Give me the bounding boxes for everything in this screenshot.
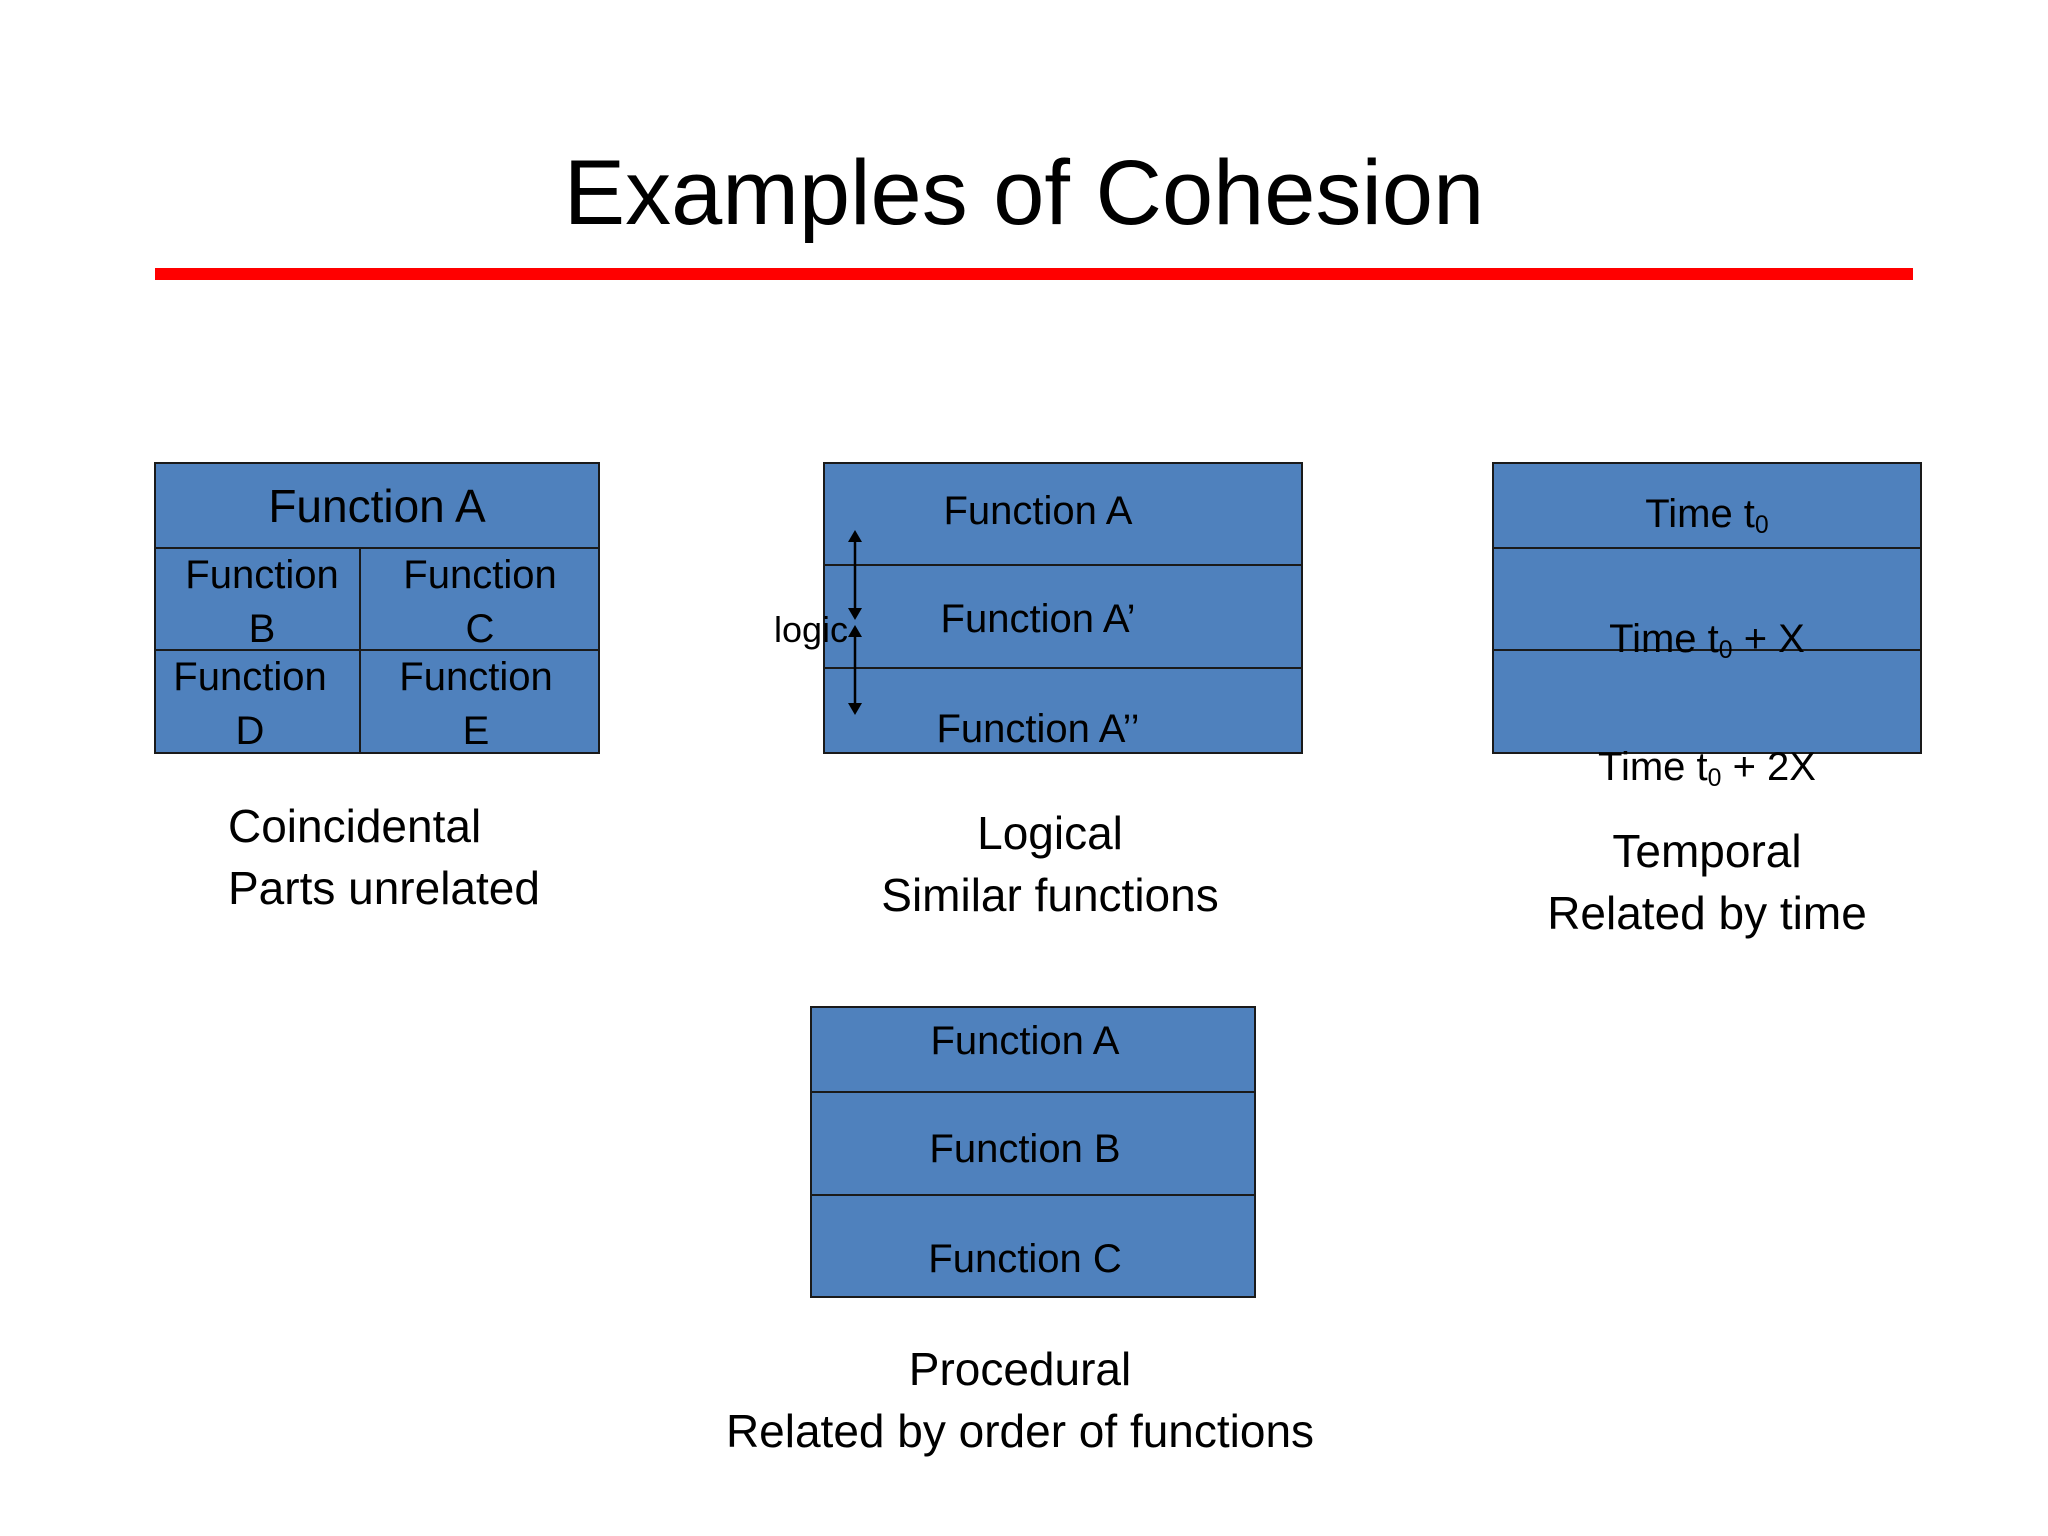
- caption-title: Coincidental: [228, 800, 482, 852]
- logic-arrows: [848, 530, 862, 715]
- temporal-time-t0-plus-x: Time t0 + X: [1492, 612, 1922, 666]
- logical-diagram: Function A Function A’ Function A’’: [823, 462, 1303, 754]
- logical-divider-1: [823, 564, 1303, 566]
- coincidental-caption: Coincidental Parts unrelated: [228, 795, 648, 919]
- title-underline: [155, 268, 1913, 280]
- temporal-box: [1492, 462, 1922, 754]
- logical-caption: Logical Similar functions: [840, 802, 1260, 926]
- coincidental-divider-v: [359, 548, 361, 754]
- coincidental-function-e: Function E: [366, 650, 586, 758]
- time-offset: + X: [1732, 617, 1805, 661]
- procedural-function-a: Function A: [930, 1019, 1120, 1063]
- cell-line: Function: [185, 553, 339, 597]
- time-subscript: 0: [1707, 765, 1722, 793]
- coincidental-box: [154, 462, 600, 754]
- logical-box: [823, 462, 1303, 754]
- coincidental-function-c: Function C: [370, 548, 590, 656]
- procedural-box: [810, 1006, 1256, 1298]
- coincidental-divider-2: [154, 649, 600, 651]
- procedural-function-b: Function B: [929, 1127, 1121, 1171]
- time-text: Time t: [1645, 492, 1755, 536]
- cell-line: D: [235, 709, 265, 753]
- caption-title: Temporal: [1612, 825, 1802, 877]
- temporal-divider-1: [1492, 547, 1922, 549]
- cell-line: B: [248, 607, 276, 651]
- procedural-divider-2: [810, 1194, 1256, 1196]
- time-offset: + 2X: [1721, 745, 1816, 789]
- temporal-divider-2: [1492, 649, 1922, 651]
- coincidental-function-b: Function B: [154, 548, 370, 656]
- logical-function-a: Function A: [943, 489, 1133, 533]
- time-text: Time t: [1609, 617, 1719, 661]
- cell-line: C: [465, 607, 495, 651]
- temporal-caption: Temporal Related by time: [1492, 820, 1922, 944]
- logical-function-a-double-prime: Function A’’: [936, 707, 1140, 751]
- procedural-caption: Procedural Related by order of functions: [620, 1338, 1420, 1462]
- temporal-time-t0-plus-2x: Time t0 + 2X: [1492, 740, 1922, 794]
- cell-line: Function: [403, 553, 557, 597]
- caption-subtitle: Related by order of functions: [725, 1405, 1315, 1457]
- temporal-time-t0: Time t0: [1492, 487, 1922, 541]
- logical-divider-2: [823, 667, 1303, 669]
- procedural-diagram: Function A Function B Function C: [810, 1006, 1256, 1298]
- procedural-function-c: Function C: [928, 1237, 1122, 1281]
- slide-title: Examples of Cohesion: [563, 142, 1485, 244]
- coincidental-function-d: Function D: [154, 650, 346, 758]
- time-subscript: 0: [1754, 512, 1769, 540]
- caption-title: Logical: [977, 807, 1123, 859]
- caption-subtitle: Related by time: [1547, 887, 1867, 939]
- logical-function-a-prime: Function A’: [940, 597, 1136, 641]
- caption-title: Procedural: [908, 1343, 1132, 1395]
- cell-line: E: [462, 709, 490, 753]
- time-subscript: 0: [1718, 637, 1733, 665]
- coincidental-function-a: Function A: [268, 480, 486, 532]
- temporal-diagram: [1492, 462, 1922, 754]
- caption-subtitle: Similar functions: [881, 869, 1219, 921]
- procedural-divider-1: [810, 1091, 1256, 1093]
- cell-line: Function: [173, 655, 327, 699]
- logic-label: logic: [774, 609, 849, 650]
- coincidental-divider-1: [154, 547, 600, 549]
- caption-subtitle: Parts unrelated: [228, 862, 540, 914]
- time-text: Time t: [1598, 745, 1708, 789]
- cell-line: Function: [399, 655, 553, 699]
- coincidental-diagram: Function A Function B Function C Functio…: [154, 462, 600, 754]
